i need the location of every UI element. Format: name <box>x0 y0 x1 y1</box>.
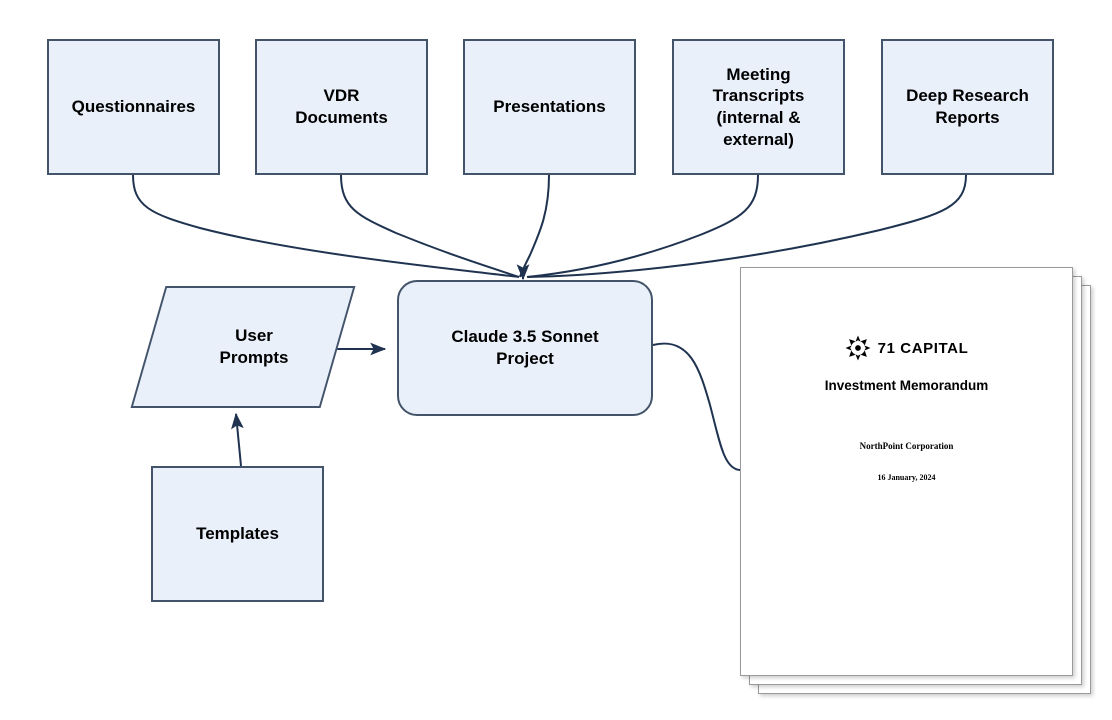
edge-transcripts-to-project <box>526 174 759 278</box>
edge-presentations-to-project <box>519 174 550 278</box>
document-date: 16 January, 2024 <box>877 473 936 482</box>
document-sheet-front <box>740 267 1073 676</box>
document-stack-investment-memorandum[interactable]: 71 CAPITAL Investment Memorandum NorthPo… <box>740 267 1102 704</box>
source-box-presentations[interactable]: Presentations <box>463 39 636 175</box>
source-box-questionnaires[interactable]: Questionnaires <box>47 39 220 175</box>
document-company: NorthPoint Corporation <box>859 441 954 451</box>
source-box-templates[interactable]: Templates <box>151 466 324 602</box>
edge-questionnaires-to-project <box>132 174 520 278</box>
document-logo: 71 CAPITAL <box>845 335 969 361</box>
edge-vdr-to-project <box>340 174 520 278</box>
source-label-presentations: Presentations <box>493 97 606 117</box>
edge-deep-research-to-project <box>527 174 967 278</box>
document-logo-text: 71 CAPITAL <box>877 339 969 357</box>
edge-templates-to-userprompts <box>231 412 244 467</box>
source-label-questionnaires: Questionnaires <box>71 97 196 117</box>
templates-label: Templates <box>196 524 279 544</box>
document-title: Investment Memorandum <box>824 378 989 393</box>
starburst-snowflake-icon <box>845 335 871 361</box>
document-cover-content: 71 CAPITAL Investment Memorandum NorthPo… <box>740 267 1073 676</box>
edge-project-to-document <box>652 342 741 471</box>
